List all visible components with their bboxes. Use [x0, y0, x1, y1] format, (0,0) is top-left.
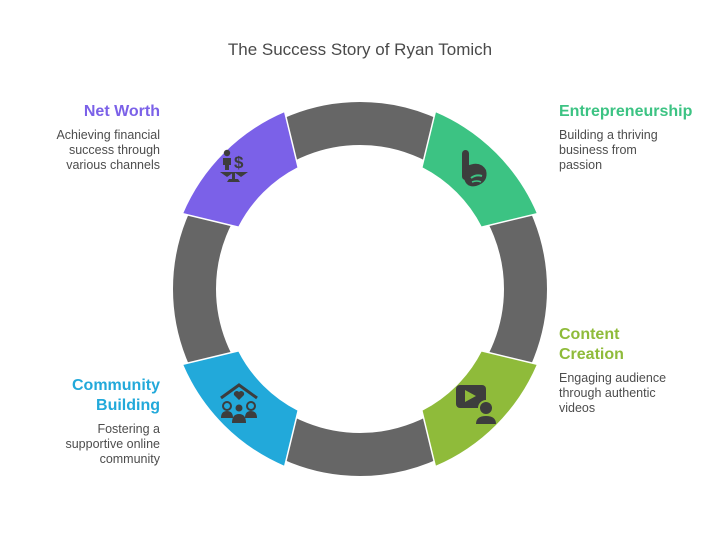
video-creator-icon	[456, 385, 496, 424]
bitbucket-b-logo-icon	[462, 150, 487, 187]
stage-entrepreneurship: Entrepreneurship Building a thriving bus…	[559, 102, 709, 173]
stage-description: Achieving financial success through vari…	[56, 128, 160, 172]
community-house-icon	[220, 383, 258, 423]
stage-title: Content Creation	[559, 326, 624, 363]
ring-track	[173, 102, 547, 476]
stage-title: Community Building	[72, 377, 160, 414]
svg-text:$: $	[234, 153, 244, 172]
stage-description: Engaging audience through authentic vide…	[559, 371, 667, 415]
stage-title: Net Worth	[83, 103, 160, 120]
stage-description: Building a thriving business from passio…	[559, 128, 658, 172]
balance-scale-person-dollar-icon: $	[220, 149, 248, 182]
icons: $	[220, 149, 496, 424]
stage-content-creation: Content Creation Engaging audience throu…	[559, 325, 709, 416]
stage-community-building: Community Building Fostering a supportiv…	[40, 376, 160, 467]
stage-title: Entrepreneurship	[559, 103, 693, 120]
segment-net-worth	[181, 110, 300, 229]
stage-net-worth: Net Worth Achieving financial success th…	[40, 102, 160, 173]
diagram-title: The Success Story of Ryan Tomich	[227, 40, 493, 59]
stage-description: Fostering a supportive online community	[65, 422, 160, 466]
ring	[173, 102, 547, 476]
